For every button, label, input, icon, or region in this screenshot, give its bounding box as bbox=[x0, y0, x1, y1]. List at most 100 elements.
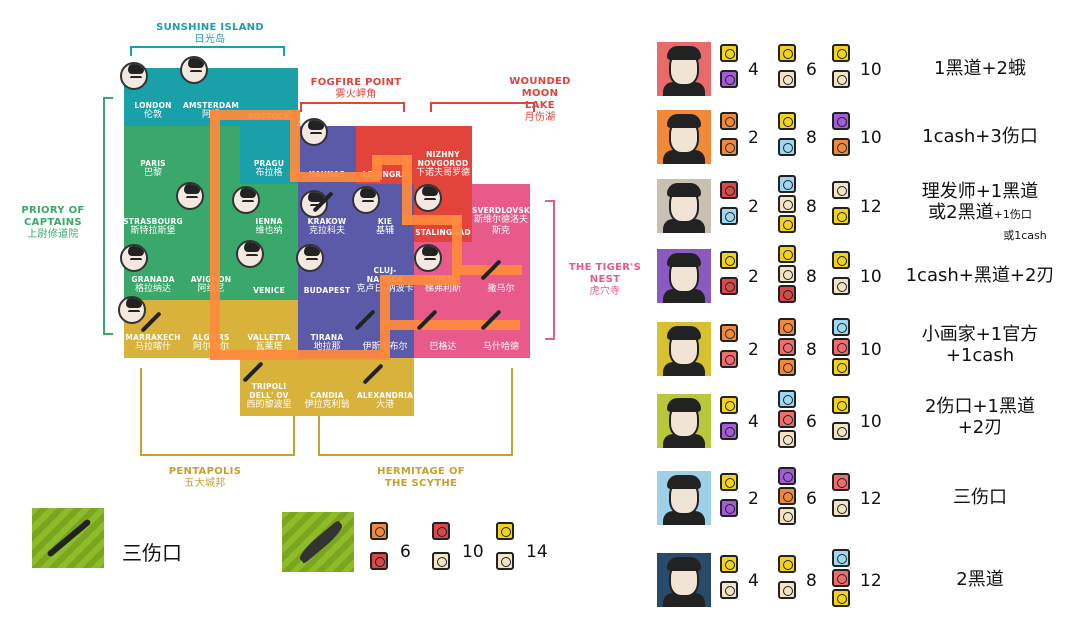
region-zh-label: 五大城邦 bbox=[184, 478, 226, 489]
map-board: LONDON伦敦AMSTERDAM阿姆ROSTOCKPARIS巴黎PRAGU布拉… bbox=[0, 0, 560, 440]
card-description: 三伤口 bbox=[880, 487, 1080, 508]
city-name-zh: 下诺夫哥罗德 bbox=[415, 168, 470, 178]
resource-icon bbox=[720, 112, 738, 130]
resource-icon bbox=[832, 396, 850, 414]
resource-icon bbox=[778, 195, 796, 213]
city-name-zh: 瓦莱塔 bbox=[255, 342, 283, 352]
region-en-label: PENTAPOLIS bbox=[168, 466, 242, 477]
card-value: 10 bbox=[860, 340, 882, 360]
character-token[interactable] bbox=[300, 118, 328, 146]
feather-value-2: 10 bbox=[462, 542, 484, 562]
character-token[interactable] bbox=[414, 244, 442, 272]
resource-icon bbox=[778, 507, 796, 525]
card-description: 小画家+1官方+1cash bbox=[880, 324, 1080, 366]
resource-icon bbox=[778, 138, 796, 156]
resource-icon bbox=[720, 324, 738, 342]
region-en-label: HERMITAGE OF bbox=[377, 466, 465, 477]
character-portrait bbox=[657, 394, 711, 448]
route-path-segment bbox=[290, 110, 300, 180]
city-name-zh: 伦敦 bbox=[143, 110, 162, 120]
city-name-en: AMSTERDAM bbox=[183, 101, 239, 110]
character-token[interactable] bbox=[296, 244, 324, 272]
resource-icon bbox=[832, 138, 850, 156]
character-token[interactable] bbox=[352, 186, 380, 214]
route-path-segment bbox=[210, 110, 300, 120]
card-text-line2: +2刃 bbox=[957, 417, 1003, 438]
resource-icon bbox=[832, 207, 850, 225]
character-token[interactable] bbox=[232, 186, 260, 214]
card-value: 10 bbox=[860, 267, 882, 287]
character-token[interactable] bbox=[180, 56, 208, 84]
resource-icon bbox=[832, 318, 850, 336]
feather-value-3: 14 bbox=[526, 542, 548, 562]
resource-icon bbox=[832, 422, 850, 440]
character-token[interactable] bbox=[414, 184, 442, 212]
card-value: 10 bbox=[860, 60, 882, 80]
resource-icon bbox=[720, 44, 738, 62]
resource-icon bbox=[778, 555, 796, 573]
character-portrait bbox=[657, 553, 711, 607]
card-text-line1: 2伤口+1黑道 bbox=[925, 396, 1035, 417]
card-value: 12 bbox=[860, 489, 882, 509]
route-path-segment bbox=[372, 155, 412, 165]
city-name-en: VALLETTA bbox=[247, 333, 291, 342]
character-token[interactable] bbox=[118, 296, 146, 324]
resource-icon bbox=[720, 277, 738, 295]
resource-icon bbox=[778, 215, 796, 233]
route-path-segment bbox=[210, 110, 220, 360]
city-name-en: NIZHNY NOVGOROD bbox=[417, 150, 469, 168]
resource-icon bbox=[778, 338, 796, 356]
city-name-zh: 伊拉克利翁 bbox=[304, 400, 350, 410]
route-path-segment bbox=[402, 155, 412, 225]
city-name-en: KRAKOW bbox=[307, 217, 347, 226]
card-value: 8 bbox=[806, 340, 817, 360]
city-name-en: LENINGRA bbox=[362, 170, 408, 179]
card-description: 1cash+3伤口 bbox=[880, 126, 1080, 147]
resource-icon bbox=[832, 569, 850, 587]
region-en-label: PRIORY OF bbox=[21, 205, 85, 216]
beige-resource-icon bbox=[432, 552, 450, 570]
resource-icon bbox=[778, 265, 796, 283]
beige-resource-icon bbox=[496, 552, 514, 570]
bracket-wounded bbox=[430, 102, 535, 112]
character-token[interactable] bbox=[120, 244, 148, 272]
city-name-zh: 大港 bbox=[375, 400, 394, 410]
character-portrait bbox=[657, 249, 711, 303]
card-value: 2 bbox=[748, 197, 759, 217]
character-portrait bbox=[657, 42, 711, 96]
region-zh-label: 虎穴寺 bbox=[589, 286, 621, 297]
city-name-en: GRANADA bbox=[131, 275, 175, 284]
city-name-en: BUDAPEST bbox=[303, 286, 351, 295]
city-name-en: VENICE bbox=[253, 286, 285, 295]
resource-icon bbox=[778, 410, 796, 428]
character-token[interactable] bbox=[236, 240, 264, 268]
city-name-en: TRIPOLI DELL' OV bbox=[249, 382, 289, 400]
red-resource-icon bbox=[432, 522, 450, 540]
character-token[interactable] bbox=[300, 190, 328, 218]
city-name-en: TIRANA bbox=[310, 333, 344, 342]
city-name-en: PARIS bbox=[140, 159, 166, 168]
city-name-en: MARRAKECH bbox=[125, 333, 181, 342]
region-zh-label: 雾火岬角 bbox=[335, 89, 377, 100]
region-en-label-2: LAKE bbox=[525, 100, 555, 111]
resource-icon bbox=[720, 251, 738, 269]
city-name-zh: 地拉那 bbox=[313, 342, 341, 352]
resource-icon bbox=[832, 277, 850, 295]
region-en-label: SUNSHINE ISLAND bbox=[156, 22, 264, 33]
character-token[interactable] bbox=[176, 182, 204, 210]
city-name-zh: 维也纳 bbox=[255, 226, 283, 236]
region-en-label: WOUNDED MOON bbox=[509, 76, 571, 99]
bracket-priory bbox=[103, 97, 113, 335]
character-token[interactable] bbox=[120, 62, 148, 90]
map-cell[interactable]: STALINGRAD bbox=[414, 184, 472, 242]
